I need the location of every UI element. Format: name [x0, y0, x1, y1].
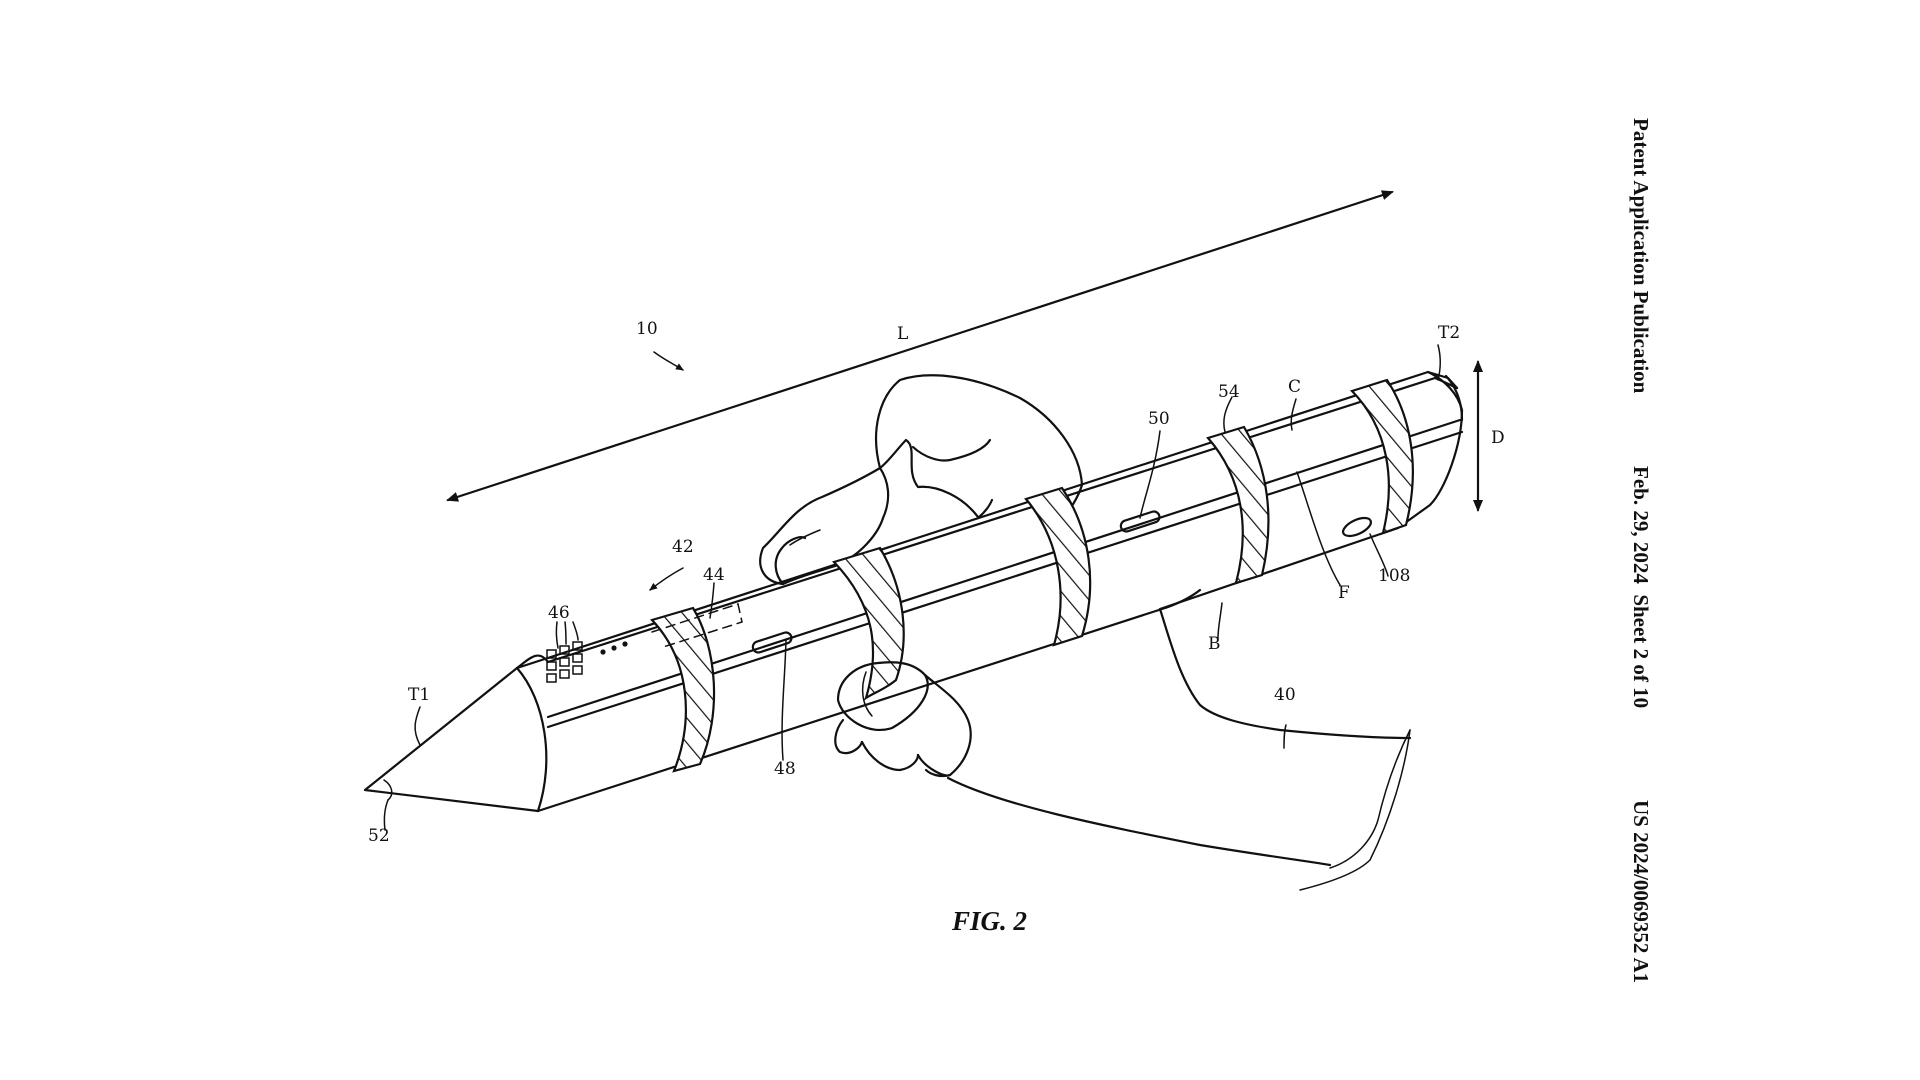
label-D: D — [1491, 428, 1505, 448]
label-B: B — [1208, 634, 1221, 654]
publication-type: Patent Application Publication — [1629, 118, 1653, 394]
label-F: F — [1338, 583, 1350, 603]
band-3 — [1024, 486, 1092, 647]
label-52: 52 — [368, 826, 390, 846]
band-1 — [649, 606, 716, 773]
hand-lower — [834, 607, 1412, 891]
label-T2: T2 — [1438, 323, 1460, 343]
publication-number: US 2024/0069352 A1 — [1629, 800, 1653, 983]
label-C: C — [1288, 377, 1301, 397]
label-40: 40 — [1274, 685, 1296, 705]
band-5 — [1349, 378, 1414, 535]
date-sheet: Feb. 29, 2024 Sheet 2 of 10 — [1629, 466, 1653, 708]
hand-upper — [759, 374, 1084, 586]
label-54: 54 — [1218, 382, 1240, 402]
slot-50 — [1119, 510, 1161, 533]
stylus-pen — [363, 370, 1464, 813]
band-4 — [1206, 425, 1270, 585]
label-42: 42 — [672, 537, 694, 557]
feature-108 — [1341, 516, 1373, 538]
dashed-region — [651, 603, 743, 649]
label-T1: T1 — [408, 685, 430, 705]
length-arrow — [446, 190, 1394, 502]
label-108: 108 — [1378, 566, 1410, 586]
label-48: 48 — [774, 759, 796, 779]
slot-48 — [751, 631, 793, 654]
sensor-array — [546, 641, 628, 683]
figure-caption: FIG. 2 — [951, 906, 1027, 936]
label-46: 46 — [548, 603, 570, 623]
leader-lines — [383, 344, 1442, 831]
band-2 — [831, 546, 905, 701]
page-header: Patent Application Publication Feb. 29, … — [1629, 118, 1653, 983]
label-10: 10 — [636, 319, 658, 339]
label-44: 44 — [703, 565, 725, 585]
label-L: L — [897, 324, 908, 344]
label-50: 50 — [1148, 409, 1170, 429]
